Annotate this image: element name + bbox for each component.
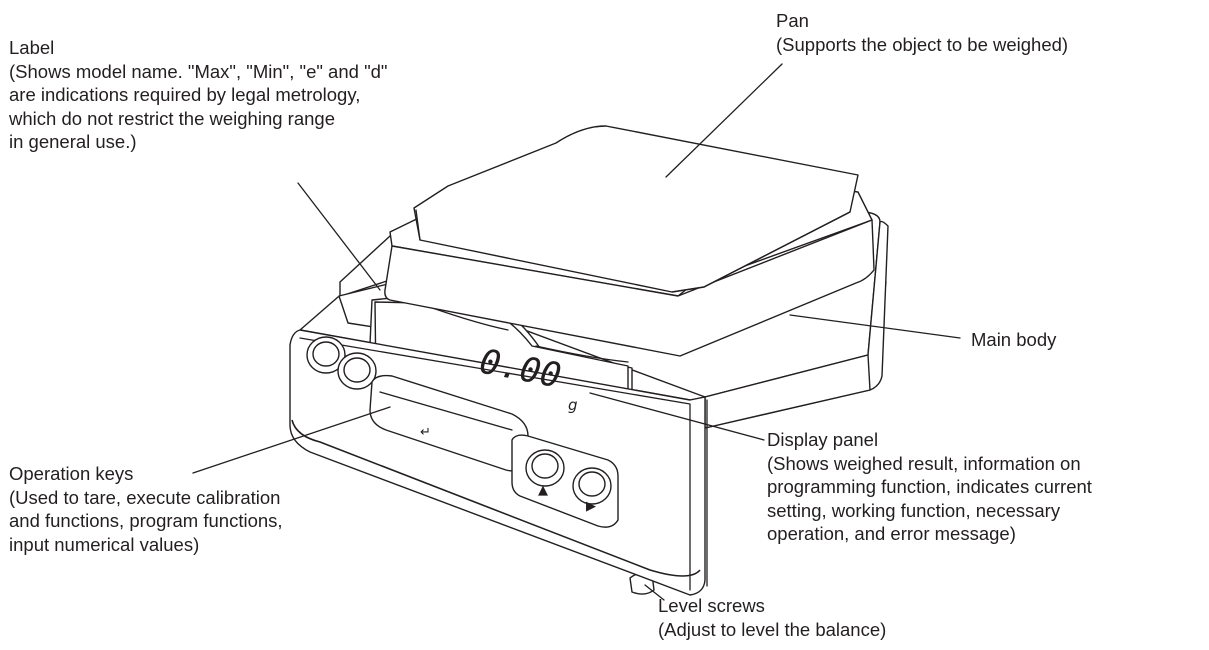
callout-operation-keys: Operation keys(Used to tare, execute cal…	[9, 462, 283, 556]
key-left-2-inner	[343, 357, 371, 383]
key-up-inner	[531, 453, 559, 479]
callout-line: Operation keys	[9, 463, 134, 484]
callout-line: which do not restrict the weighing range	[9, 107, 335, 129]
pan-front-edge	[671, 211, 851, 293]
callout-line: (Supports the object to be weighed)	[776, 33, 1069, 55]
pan-fold-line	[415, 209, 421, 241]
callout-display-panel: Display panel(Shows weighed result, info…	[767, 428, 1092, 546]
leader-label	[297, 182, 381, 291]
callout-line: and functions, program functions,	[9, 510, 283, 531]
key-right-inner	[578, 471, 606, 497]
callout-main-body: Main body	[971, 328, 1056, 352]
callout-line: in general use.)	[9, 131, 137, 152]
console-inner-edge	[299, 337, 691, 591]
up-glyph: ▲	[538, 483, 548, 498]
callout-label: Label(Shows model name. "Max", "Min", "e…	[9, 36, 388, 154]
callout-line: Display panel	[767, 429, 879, 450]
callout-line: (Used to tare, execute calibration	[9, 486, 281, 508]
pan	[384, 125, 875, 357]
console-lip	[291, 419, 701, 577]
right-glyph: ▶	[586, 499, 596, 514]
callout-line: (Adjust to level the balance)	[658, 618, 887, 640]
callout-line: input numerical values)	[9, 533, 200, 555]
display-glare-2	[535, 345, 629, 363]
pan-side	[384, 219, 875, 357]
callout-line: operation, and error message)	[767, 523, 1016, 544]
callout-line: Level screws	[658, 595, 765, 616]
callout-line: (Shows model name. "Max", "Min", "e" and…	[9, 60, 388, 82]
enter-glyph: ↵	[420, 425, 431, 440]
leader-lines	[192, 63, 961, 601]
callout-line: setting, working function, necessary	[767, 499, 1061, 521]
callout-pan: Pan(Supports the object to be weighed)	[776, 9, 1068, 56]
leader-level-screws	[644, 584, 665, 601]
operation-keys[interactable]: ↵ ▲ ▶	[306, 336, 619, 528]
leader-main-body	[789, 314, 961, 339]
leader-display-panel	[589, 392, 765, 441]
callout-line: Pan	[776, 10, 809, 31]
leader-pan	[665, 63, 783, 178]
key-left-1-inner	[312, 341, 340, 367]
callout-level-screws: Level screws(Adjust to level the balance…	[658, 594, 886, 641]
callout-line: Main body	[971, 329, 1057, 350]
callout-line: Label	[9, 37, 55, 58]
callout-line: are indications required by legal metrol…	[9, 84, 361, 105]
callout-line: programming function, indicates current	[767, 476, 1092, 497]
key-enter-bar-inner	[379, 391, 513, 431]
callout-line: (Shows weighed result, information on	[767, 452, 1081, 474]
display-unit: g	[568, 396, 578, 414]
leader-operation-keys	[192, 406, 391, 474]
